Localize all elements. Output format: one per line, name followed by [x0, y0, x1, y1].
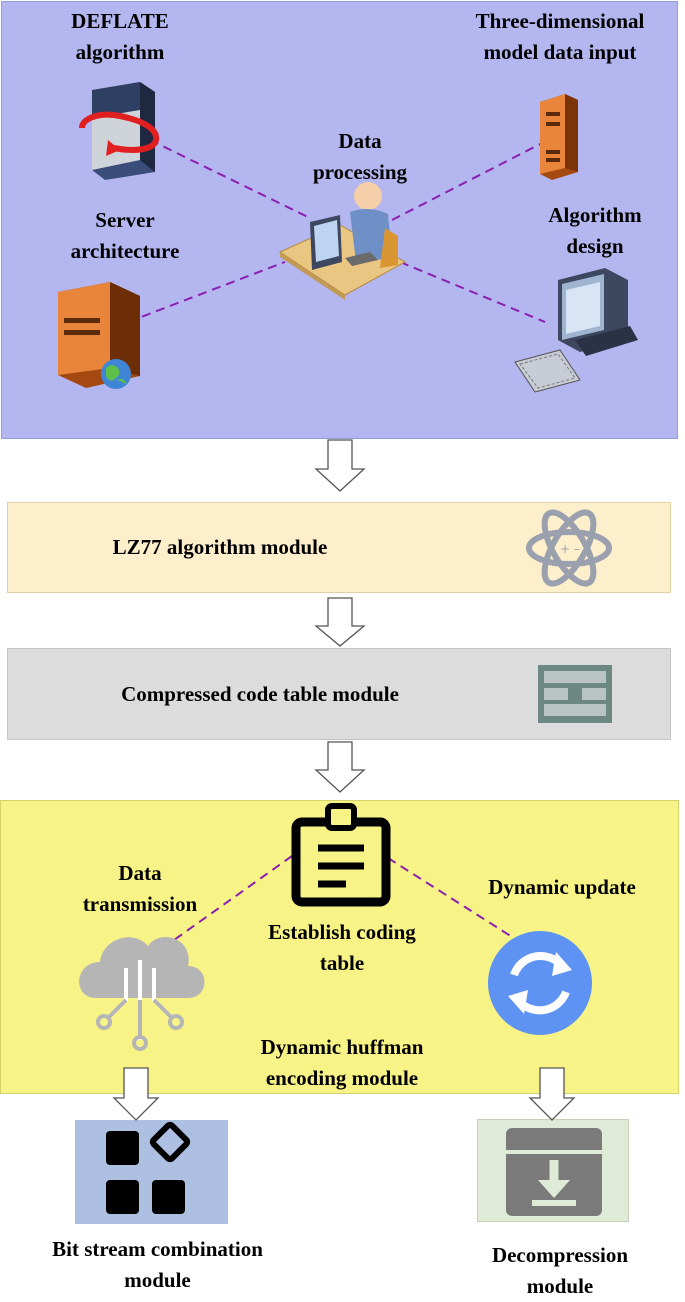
model-input-label: Three-dimensional model data input — [445, 6, 675, 68]
flow-arrows — [112, 439, 576, 1121]
server-architecture-icon — [58, 282, 140, 389]
clipboard-icon — [291, 803, 391, 907]
arrow-huffman-to-bitstream — [112, 1067, 160, 1121]
code-table-icon — [538, 665, 612, 723]
decompression-label: Decompression module — [455, 1240, 665, 1302]
huffman-module-line1: Dynamic huffman — [260, 1035, 424, 1059]
connector-design — [399, 261, 546, 323]
huffman-module-line2: encoding module — [265, 1066, 419, 1090]
bit-stream-panel — [75, 1120, 228, 1224]
bit-stream-label: Bit stream combination module — [10, 1234, 305, 1296]
data-processing-workstation-icon — [278, 182, 407, 300]
deflate-server-icon — [79, 82, 160, 180]
svg-text:+ –: + – — [560, 542, 580, 556]
deflate-label: DEFLATE algorithm — [50, 6, 190, 68]
arrow-lz77-to-codetable — [314, 597, 366, 647]
deflate-label-line2: algorithm — [75, 40, 165, 64]
connector-update — [387, 857, 521, 943]
blocks-icon — [106, 1121, 191, 1214]
model-input-line2: model data input — [483, 40, 637, 64]
server-architecture-line1: Server — [95, 208, 155, 232]
establish-coding-table-label: Establish coding table — [237, 917, 447, 979]
data-transmission-line1: Data — [118, 861, 162, 885]
establish-coding-line2: table — [319, 951, 365, 975]
code-table-module-label: Compressed code table module — [121, 682, 399, 706]
data-transmission-label: Data transmission — [60, 858, 220, 920]
huffman-connector-lines — [173, 855, 521, 943]
algorithm-design-line2: design — [566, 234, 624, 258]
refresh-icon — [488, 931, 592, 1035]
algorithm-design-label: Algorithm design — [530, 200, 660, 262]
bit-stream-line1: Bit stream combination — [52, 1237, 263, 1261]
arrow-codetable-to-huffman — [314, 741, 366, 793]
deflate-label-line1: DEFLATE — [71, 9, 169, 33]
huffman-module-label: Dynamic huffman encoding module — [222, 1032, 462, 1094]
bit-stream-line2: module — [124, 1268, 191, 1292]
connector-server — [127, 261, 286, 323]
arrow-huffman-to-decompression — [528, 1067, 576, 1121]
data-transmission-line2: transmission — [82, 892, 198, 916]
cloud-transmission-icon — [79, 936, 205, 1051]
decompression-line2: module — [526, 1274, 594, 1298]
download-window-icon — [506, 1128, 602, 1216]
algorithm-design-computer-icon — [514, 268, 638, 393]
atom-icon: + – — [526, 509, 612, 587]
data-processing-line1: Data — [338, 129, 382, 153]
lz77-module-label: LZ77 algorithm module — [112, 535, 328, 559]
arrow-top-to-lz77 — [314, 439, 366, 492]
server-architecture-label: Server architecture — [45, 205, 205, 267]
algorithm-design-line1: Algorithm — [548, 203, 642, 227]
decompression-line1: Decompression — [491, 1243, 629, 1267]
model-input-line1: Three-dimensional — [475, 9, 645, 33]
input-server-icon — [540, 94, 578, 180]
dynamic-update-label: Dynamic update — [488, 875, 636, 899]
server-architecture-line2: architecture — [70, 239, 180, 263]
connector-transmission — [173, 855, 293, 941]
establish-coding-line1: Establish coding — [268, 920, 416, 944]
top-connector-lines — [127, 139, 549, 323]
data-processing-line2: processing — [312, 160, 408, 184]
data-processing-label: Data processing — [290, 126, 430, 188]
